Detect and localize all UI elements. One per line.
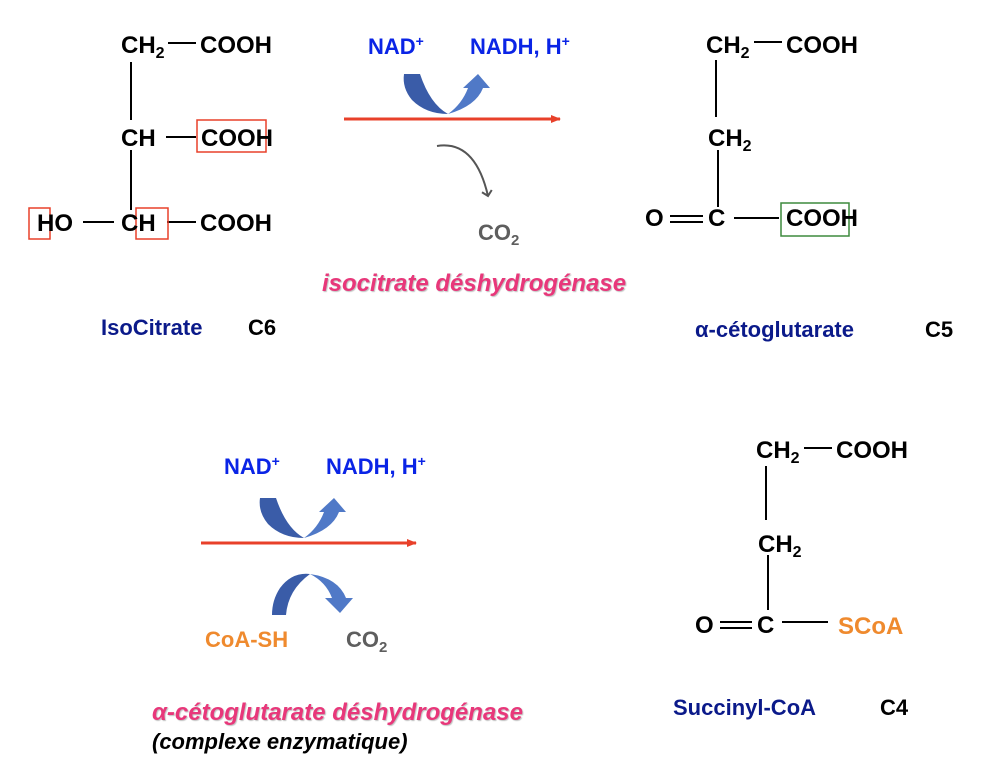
label-text: NADH, H [470, 34, 562, 59]
akg-row3-cooh: COOH [786, 205, 858, 232]
label-text: CO [478, 220, 511, 245]
akg-row2-ch2: CH2 [708, 125, 752, 155]
subscript: 2 [790, 450, 800, 467]
akg-carbon-count: C5 [925, 317, 954, 342]
label-text: CO [346, 627, 379, 652]
isocitrate-row1-ch2: CH2 [121, 32, 165, 62]
subscript: 2 [742, 138, 752, 155]
succ-row1-cooh: COOH [836, 437, 908, 464]
akg-row3-c: C [708, 205, 726, 232]
isocitrate-carbon-count: C6 [248, 315, 277, 340]
label-text: NADH, H [326, 454, 418, 479]
isocitrate-row2-cooh: COOH [201, 125, 273, 152]
isocitrate-name: IsoCitrate [101, 315, 203, 340]
succinyl-coa-carbon-count: C4 [880, 695, 909, 720]
highlight-box-carboxyl [196, 119, 267, 153]
subscript: 2 [379, 639, 388, 656]
isocitrate-bonds [28, 42, 267, 240]
succ-row2-ch2: CH2 [758, 531, 802, 561]
label-text: NAD [368, 34, 416, 59]
atom-label: CH [756, 437, 791, 464]
atom-label: CH [758, 531, 793, 558]
atom-label: CH [121, 32, 156, 59]
highlight-box-carboxyl-green [780, 202, 850, 237]
enzyme-label-2: α-cétoglutarate déshydrogénase [152, 699, 523, 726]
superscript: + [417, 453, 426, 469]
highlight-box-ch-h [135, 207, 169, 240]
succ-row1-ch2: CH2 [756, 437, 800, 467]
subscript: 2 [511, 232, 520, 249]
akg-name: α-cétoglutarate [695, 317, 854, 342]
cofactor-curved-arrow-2 [259, 498, 346, 538]
co2-release-arrow-1 [436, 144, 493, 198]
isocitrate-row1-cooh: COOH [200, 32, 272, 59]
isocitrate-row3-ch: CH [121, 210, 156, 237]
highlight-box-hydroxyl-h [28, 207, 51, 240]
enzyme-label-1: isocitrate déshydrogénase [322, 270, 627, 297]
succ-row3-scoa: SCoA [838, 613, 904, 640]
coa-sh-label: CoA-SH [205, 627, 289, 652]
succ-row3-c: C [757, 612, 775, 639]
nad-plus-label-1: NAD+ [368, 33, 424, 59]
superscript: + [415, 33, 424, 49]
superscript: + [271, 453, 280, 469]
akg-row1-cooh: COOH [786, 32, 858, 59]
alpha-ketoglutarate-bonds [670, 41, 850, 237]
akg-row1-ch2: CH2 [706, 32, 750, 62]
co2-label-1: CO2 [478, 220, 519, 249]
label-text: NAD [224, 454, 272, 479]
succinyl-coa-bonds [720, 447, 832, 629]
cofactor-curved-arrow-1 [403, 74, 490, 114]
nadh-label-1: NADH, H+ [470, 33, 570, 59]
coenzyme-curved-arrow-2 [272, 573, 353, 615]
isocitrate-row3-ho: HO [37, 210, 73, 237]
enzyme-note-2: (complexe enzymatique) [152, 729, 408, 754]
co2-label-2: CO2 [346, 627, 387, 656]
subscript: 2 [740, 45, 750, 62]
succ-row3-o: O [695, 612, 714, 639]
nad-plus-label-2: NAD+ [224, 453, 280, 479]
atom-label: CH [706, 32, 741, 59]
superscript: + [561, 33, 570, 49]
isocitrate-row3-cooh: COOH [200, 210, 272, 237]
isocitrate-row2-ch: CH [121, 125, 156, 152]
subscript: 2 [155, 45, 165, 62]
subscript: 2 [792, 544, 802, 561]
succinyl-coa-name: Succinyl-CoA [673, 695, 817, 720]
atom-label: CH [708, 125, 743, 152]
akg-row3-o: O [645, 205, 664, 232]
nadh-label-2: NADH, H+ [326, 453, 426, 479]
